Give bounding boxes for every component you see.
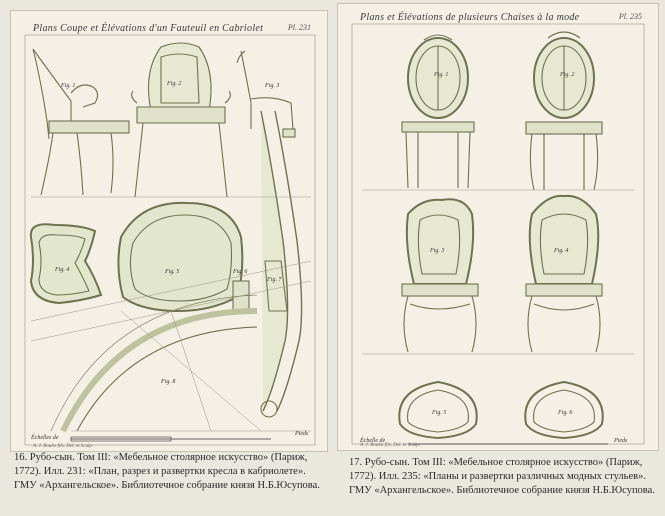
fig-label: Fig. 6 bbox=[232, 269, 247, 275]
engraver-credit: A. J. Roubo fils. Del. et Sculp. bbox=[33, 444, 94, 449]
fig-label: Fig. 5 bbox=[164, 269, 179, 275]
chairs-drawings: Fig. 1 Fig. 2 Fig. 3 Fig. 4 Fig. 5 Fig. … bbox=[351, 23, 645, 445]
fig-label: Fig. 3 bbox=[264, 83, 279, 89]
fig-label: Fig. 8 bbox=[160, 379, 175, 385]
caption-line: ГМУ «Архангельское». Библиотечное собран… bbox=[349, 485, 655, 496]
armchair-drawings: Fig. 1 Fig. 2 Fig. 3 Fig. 4 Fig. 5 Fig. … bbox=[24, 34, 316, 446]
fig-label: Fig. 2 bbox=[166, 81, 181, 87]
fig-label: Fig. 4 bbox=[54, 266, 69, 273]
plate-left: Plans Coupe et Élévations d'un Fauteuil … bbox=[10, 10, 328, 452]
caption-left: 16. Рубо-сын. Том III: «Мебельное столяр… bbox=[14, 451, 332, 493]
caption-line: 17. Рубо-сын. Том III: «Мебельное столяр… bbox=[349, 457, 643, 468]
pieds-label: Pieds bbox=[294, 431, 309, 437]
fig-label: Fig. 2 bbox=[559, 72, 574, 78]
caption-line: 1772). Илл. 235: «Планы и развертки разл… bbox=[349, 471, 646, 482]
pieds-label: Pieds bbox=[613, 438, 628, 444]
caption-line: 1772). Илл. 231: «План, разрез и разверт… bbox=[14, 466, 306, 477]
fig-label: Fig. 6 bbox=[557, 410, 572, 416]
fig-label: Fig. 5 bbox=[431, 410, 446, 416]
fig-label: Fig. 1 bbox=[60, 83, 75, 89]
caption-right: 17. Рубо-сын. Том III: «Мебельное столяр… bbox=[349, 456, 659, 498]
plate-right: Plans et Élévations de plusieurs Chaises… bbox=[337, 3, 659, 451]
engraver-credit: A. J. Roubo fils. Del. et Sculp. bbox=[360, 443, 421, 448]
caption-line: 16. Рубо-сын. Том III: «Мебельное столяр… bbox=[14, 452, 308, 463]
scale-label: Échelles de bbox=[30, 433, 59, 441]
fig-label: Fig. 3 bbox=[429, 248, 444, 254]
fig-label: Fig. 7 bbox=[266, 277, 282, 283]
scale-label: Échelle de bbox=[359, 436, 385, 444]
plate-title: Plans Coupe et Élévations d'un Fauteuil … bbox=[33, 23, 264, 34]
plate-number: Pl. 235 bbox=[618, 12, 642, 21]
plate-number: Pl. 231 bbox=[287, 23, 311, 32]
fig-label: Fig. 1 bbox=[433, 72, 448, 78]
plate-title: Plans et Élévations de plusieurs Chaises… bbox=[360, 12, 580, 23]
fig-label: Fig. 4 bbox=[553, 247, 568, 254]
caption-line: ГМУ «Архангельское». Библиотечное собран… bbox=[14, 480, 320, 491]
